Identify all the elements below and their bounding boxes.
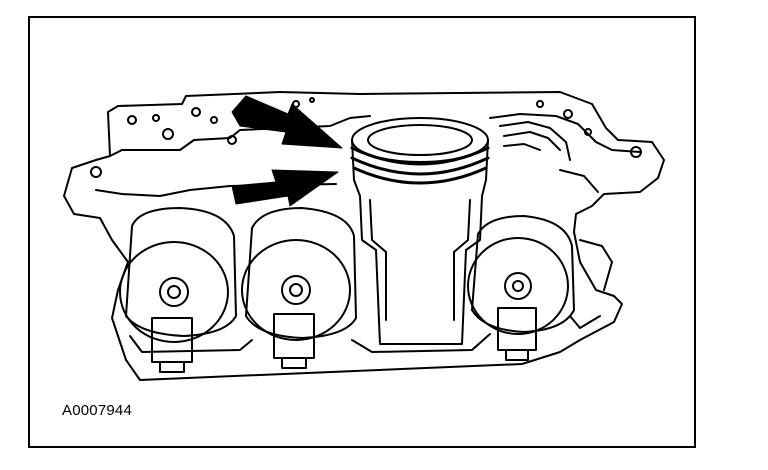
solenoid-housing-middle <box>245 207 357 339</box>
plate-hole <box>309 97 315 103</box>
solenoid-pin-right <box>512 280 524 292</box>
plate-hole <box>563 109 573 119</box>
connector-tab-middle <box>281 357 307 369</box>
plate-hole <box>152 114 160 122</box>
solenoid-ring-right <box>504 272 532 300</box>
solenoid-ring-middle <box>281 275 311 305</box>
plate-hole <box>162 128 174 140</box>
cylinder-body <box>351 139 489 345</box>
bolt-hole <box>90 166 102 178</box>
bolt-hole <box>630 146 642 158</box>
plate-hole <box>584 128 592 136</box>
housing-right-step <box>559 169 599 193</box>
solenoid-face-left <box>119 241 229 343</box>
base-rail <box>351 333 491 353</box>
fluid-channel <box>503 143 541 151</box>
housing-plate <box>63 91 665 381</box>
connector-tab-left <box>159 361 185 373</box>
seal-ring-lower <box>352 166 488 185</box>
solenoid-connector-right <box>497 307 537 351</box>
housing-ledge <box>109 115 371 157</box>
plate-hole <box>227 135 237 145</box>
solenoid-housing-right <box>471 215 575 333</box>
solenoid-connector-left <box>151 317 193 363</box>
solenoid-connector-middle <box>273 313 315 359</box>
plate-hole <box>210 116 218 124</box>
housing-right-lower <box>579 239 613 291</box>
fluid-channel <box>499 121 571 161</box>
base-rail <box>569 315 601 329</box>
solenoid-face-right <box>467 237 569 335</box>
cylinder-bore <box>367 124 473 156</box>
plate-hole <box>536 100 544 108</box>
solenoid-face-middle <box>241 239 351 341</box>
base-rail <box>129 335 253 353</box>
plate-hole <box>191 107 201 117</box>
arrow-icon <box>231 169 339 207</box>
cylinder-inner-left <box>369 199 387 321</box>
fluid-channel <box>503 131 561 151</box>
arrow-icon <box>231 95 343 149</box>
cylinder-inner-right <box>453 199 471 321</box>
connector-tab-right <box>505 349 529 361</box>
seal-ring-upper <box>350 146 490 166</box>
housing-ledge-right <box>489 113 641 153</box>
seal-ring-middle <box>350 156 490 176</box>
figure-id-label: A0007944 <box>62 402 133 419</box>
solenoid-housing-left <box>125 207 237 337</box>
solenoid-ring-left <box>159 277 189 307</box>
solenoid-pin-left <box>167 285 181 299</box>
solenoid-pin-middle <box>289 283 303 297</box>
plate-hole <box>127 115 137 125</box>
